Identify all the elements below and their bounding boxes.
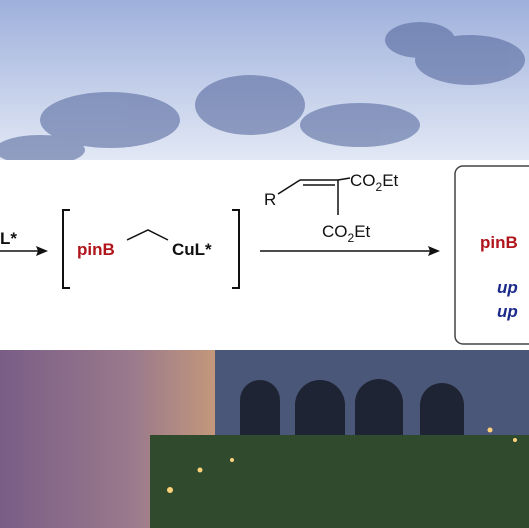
product-pinb: pinB [480, 233, 518, 252]
ester-top: CO2Et [350, 171, 399, 194]
intermediate-cul: CuL* [172, 240, 212, 259]
ester-bond-top [337, 177, 351, 181]
product-box [454, 165, 529, 345]
left-arrow-head [36, 246, 48, 256]
ester-top-sub: 2 [376, 180, 383, 194]
lamps [167, 427, 517, 493]
ester-top-co: CO [350, 171, 376, 190]
intermediate-pinb: pinB [77, 240, 115, 259]
ester-bottom-et: Et [354, 222, 370, 241]
lawn [150, 435, 529, 528]
ester-bottom: CO2Et [322, 222, 371, 245]
ligand-label: L* [0, 229, 17, 248]
arches [240, 379, 464, 435]
scheme-panel [0, 160, 529, 350]
methylene-bond [126, 229, 169, 241]
left-bracket [62, 209, 70, 289]
r-bond [277, 179, 301, 195]
product-note-1: up [497, 278, 518, 297]
product-note-2: up [497, 302, 518, 321]
ester-top-et: Et [382, 171, 398, 190]
main-arrow-head [428, 246, 440, 256]
right-bracket [232, 209, 240, 289]
ester-bottom-co: CO [322, 222, 348, 241]
reaction-scheme: L* pinB CuL* R CO2Et CO2Et pinB up up [0, 165, 529, 345]
reagent-r: R [264, 190, 276, 209]
ester-bottom-sub: 2 [348, 231, 355, 245]
clouds [0, 22, 525, 165]
